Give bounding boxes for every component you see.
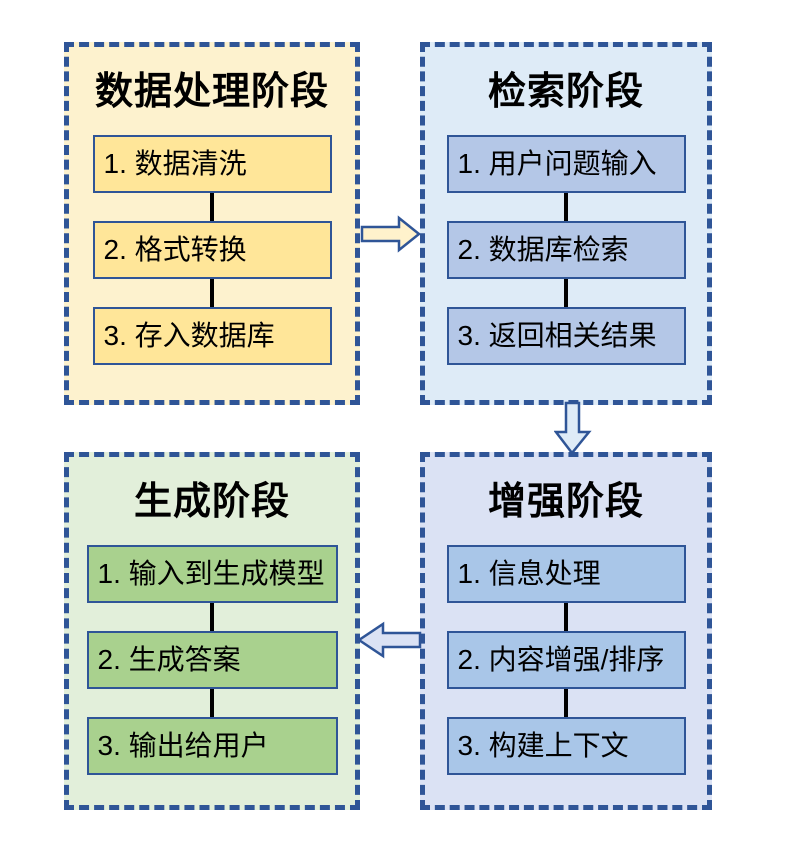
arrow-right-icon bbox=[360, 215, 422, 253]
panel-title-generation: 生成阶段 bbox=[133, 481, 290, 523]
step-box-data-cleaning: 1. 数据清洗 bbox=[92, 135, 332, 193]
panel-retrieval: 检索阶段 1. 用户问题输入 2. 数据库检索 3. 返回相关结果 bbox=[420, 42, 712, 405]
step-box-store-database: 3. 存入数据库 bbox=[92, 307, 332, 365]
step-connector bbox=[210, 279, 214, 307]
step-connector bbox=[564, 603, 568, 631]
step-box-output-to-user: 3. 输出给用户 bbox=[86, 717, 338, 775]
panel-title-retrieval: 检索阶段 bbox=[487, 71, 644, 113]
panel-augmentation: 增强阶段 1. 信息处理 2. 内容增强/排序 3. 构建上下文 bbox=[420, 452, 712, 810]
step-box-info-processing: 1. 信息处理 bbox=[446, 545, 686, 603]
panel-generation: 生成阶段 1. 输入到生成模型 2. 生成答案 3. 输出给用户 bbox=[64, 452, 360, 810]
step-box-database-search: 2. 数据库检索 bbox=[446, 221, 686, 279]
panel-title-augmentation: 增强阶段 bbox=[487, 481, 644, 523]
step-box-format-conversion: 2. 格式转换 bbox=[92, 221, 332, 279]
step-box-return-results: 3. 返回相关结果 bbox=[446, 307, 686, 365]
arrow-left-icon bbox=[356, 621, 422, 659]
step-connector bbox=[210, 193, 214, 221]
panel-data-processing: 数据处理阶段 1. 数据清洗 2. 格式转换 3. 存入数据库 bbox=[64, 42, 360, 405]
step-connector bbox=[564, 279, 568, 307]
step-box-build-context: 3. 构建上下文 bbox=[446, 717, 686, 775]
step-connector bbox=[210, 603, 214, 631]
step-connector bbox=[564, 193, 568, 221]
arrow-down-icon bbox=[554, 401, 592, 455]
step-connector bbox=[564, 689, 568, 717]
step-box-user-question-input: 1. 用户问题输入 bbox=[446, 135, 686, 193]
step-box-generate-answer: 2. 生成答案 bbox=[86, 631, 338, 689]
step-box-input-to-model: 1. 输入到生成模型 bbox=[86, 545, 338, 603]
step-connector bbox=[210, 689, 214, 717]
step-box-content-enhance-sort: 2. 内容增强/排序 bbox=[446, 631, 686, 689]
panel-title-data-processing: 数据处理阶段 bbox=[94, 71, 329, 113]
